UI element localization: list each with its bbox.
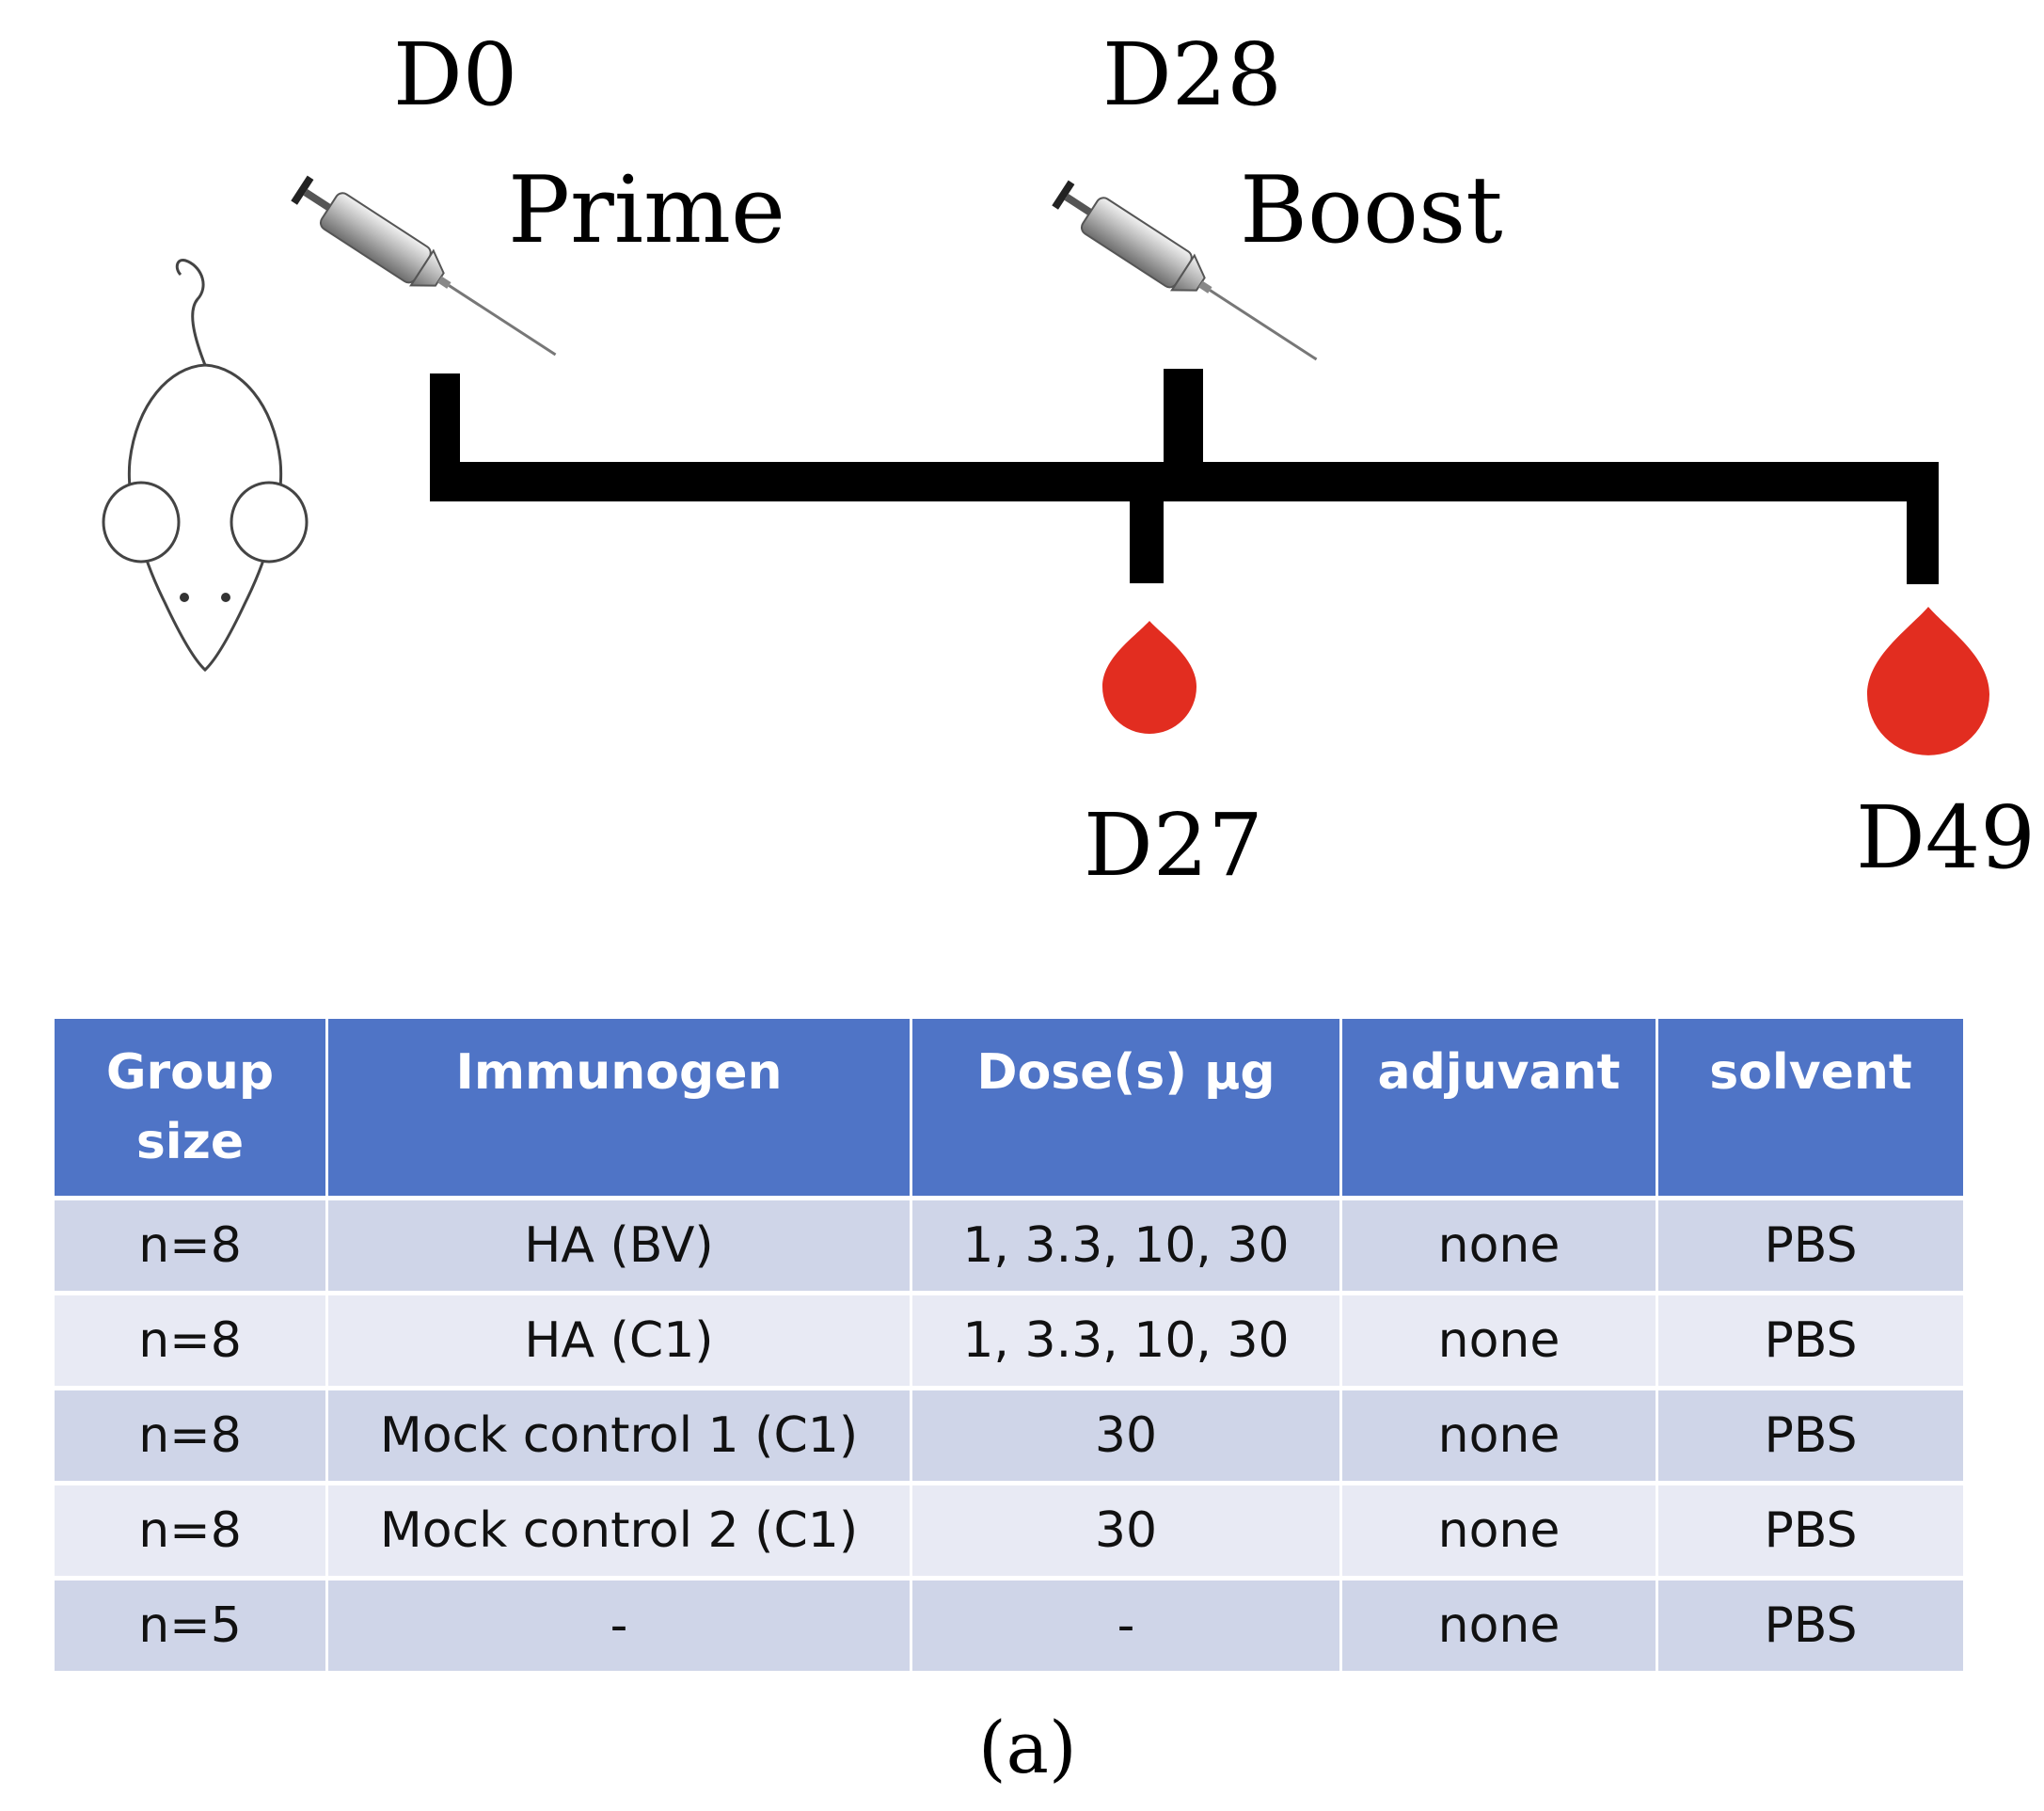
header-immunogen: Immunogen <box>328 1019 910 1196</box>
table-row: n=8 Mock control 1 (C1) 30 none PBS <box>55 1390 1963 1481</box>
header-doses: Dose(s) µg <box>912 1019 1339 1196</box>
table-cell: 1, 3.3, 10, 30 <box>912 1200 1339 1291</box>
table-row: n=8 Mock control 2 (C1) 30 none PBS <box>55 1485 1963 1576</box>
table-cell: PBS <box>1658 1295 1963 1386</box>
table-cell: none <box>1342 1295 1656 1386</box>
syringe-icon <box>1052 180 1318 361</box>
figure-caption: (a) <box>978 1706 1077 1789</box>
table-header-row: Group size Immunogen Dose(s) µg adjuvant… <box>55 1019 1963 1196</box>
table-cell: PBS <box>1658 1390 1963 1481</box>
bleed2-day-label: D49 <box>1856 787 2036 888</box>
blood-drop-icon <box>1102 621 1196 734</box>
table-cell: n=8 <box>55 1390 325 1481</box>
mouse-icon <box>102 259 309 673</box>
table-cell: HA (BV) <box>328 1200 910 1291</box>
table-cell: n=8 <box>55 1295 325 1386</box>
table-cell: none <box>1342 1485 1656 1576</box>
header-group-size: Group size <box>55 1019 325 1196</box>
timeline-axis <box>430 369 1939 584</box>
syringe-icon <box>291 175 557 357</box>
table-cell: HA (C1) <box>328 1295 910 1386</box>
header-adjuvant: adjuvant <box>1342 1019 1656 1196</box>
table-row: n=8 HA (C1) 1, 3.3, 10, 30 none PBS <box>55 1295 1963 1386</box>
table-cell: 30 <box>912 1390 1339 1481</box>
table-cell: 30 <box>912 1485 1339 1576</box>
timeline-diagram <box>102 175 1989 755</box>
table-cell: n=8 <box>55 1485 325 1576</box>
table-cell: - <box>912 1581 1339 1671</box>
table-row: n=5 - - none PBS <box>55 1581 1963 1671</box>
table-cell: none <box>1342 1200 1656 1291</box>
table-cell: n=5 <box>55 1581 325 1671</box>
table-cell: PBS <box>1658 1581 1963 1671</box>
blood-drop-icon <box>1867 607 1989 755</box>
table-cell: none <box>1342 1581 1656 1671</box>
table-cell: none <box>1342 1390 1656 1481</box>
header-solvent: solvent <box>1658 1019 1963 1196</box>
table-cell: PBS <box>1658 1200 1963 1291</box>
prime-day-label: D0 <box>393 24 518 125</box>
table-cell: 1, 3.3, 10, 30 <box>912 1295 1339 1386</box>
boost-label: Boost <box>1240 157 1503 264</box>
table-cell: PBS <box>1658 1485 1963 1576</box>
prime-label: Prime <box>508 157 786 264</box>
table-cell: - <box>328 1581 910 1671</box>
table-cell: Mock control 2 (C1) <box>328 1485 910 1576</box>
boost-day-label: D28 <box>1102 24 1282 125</box>
table-row: n=8 HA (BV) 1, 3.3, 10, 30 none PBS <box>55 1200 1963 1291</box>
table-cell: Mock control 1 (C1) <box>328 1390 910 1481</box>
bleed1-day-label: D27 <box>1084 795 1263 896</box>
groups-table: Group size Immunogen Dose(s) µg adjuvant… <box>52 1014 1966 1676</box>
table-cell: n=8 <box>55 1200 325 1291</box>
